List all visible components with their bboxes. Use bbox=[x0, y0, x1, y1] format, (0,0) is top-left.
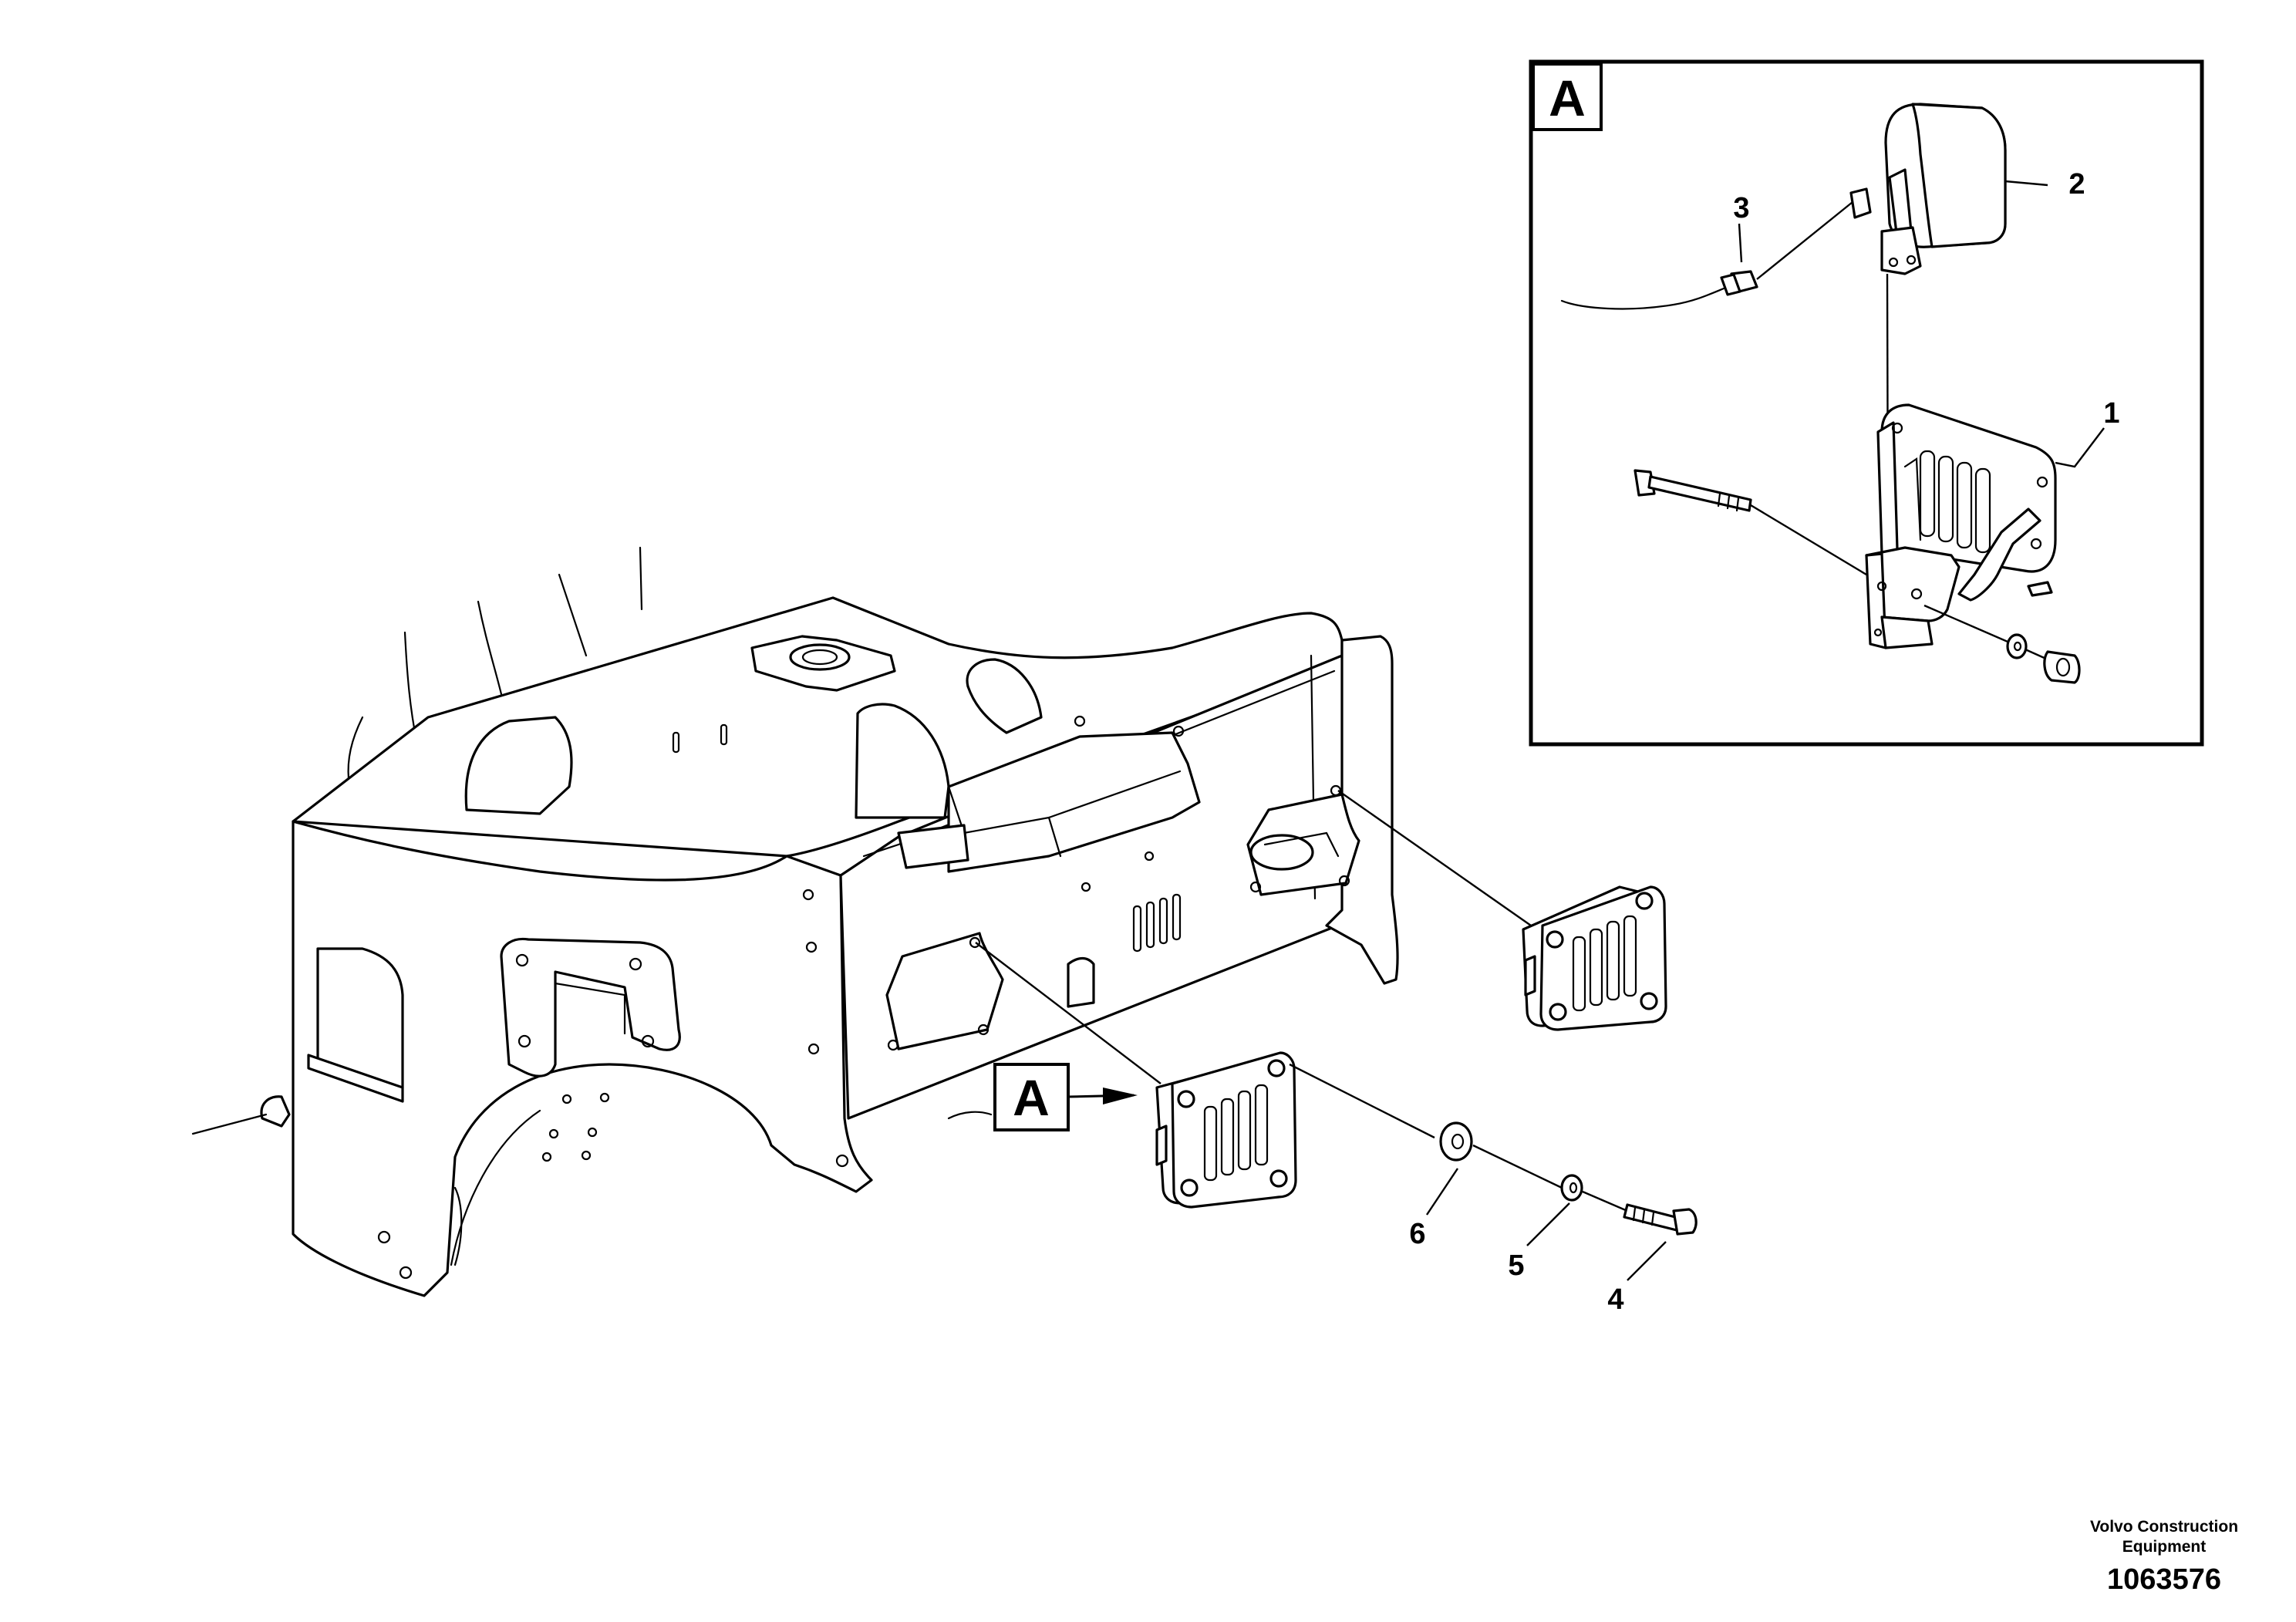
spring-washer-5 bbox=[1560, 1174, 1583, 1202]
company-line-2: Equipment bbox=[2122, 1538, 2207, 1556]
long-bolt bbox=[1633, 469, 1752, 512]
part-label-1: 1 bbox=[2103, 397, 2119, 430]
mounting-bracket-1 bbox=[1865, 403, 2057, 649]
footer-credit: Volvo Construction Equipment 1063576 bbox=[2090, 1518, 2238, 1596]
washer-6 bbox=[1439, 1121, 1473, 1162]
rear-panel-louvre bbox=[1132, 893, 1182, 953]
lamp-head-2 bbox=[1849, 103, 2007, 275]
company-line-1: Volvo Construction bbox=[2090, 1518, 2238, 1536]
part-label-5: 5 bbox=[1508, 1249, 1524, 1282]
part-label-2: 2 bbox=[2068, 168, 2085, 201]
callout-letter: A bbox=[1013, 1069, 1050, 1126]
detail-box-letter: A bbox=[1549, 69, 1586, 126]
part-label-3: 3 bbox=[1733, 192, 1749, 224]
part-label-4: 4 bbox=[1607, 1283, 1623, 1316]
work-lamp-right bbox=[1522, 885, 1667, 1031]
bolt-4 bbox=[1623, 1203, 1698, 1236]
rear-frame bbox=[191, 546, 1399, 1297]
drawing-number: 1063576 bbox=[2107, 1563, 2221, 1596]
work-lamp-left bbox=[1155, 1051, 1297, 1209]
cable-connector-3 bbox=[1560, 270, 1758, 310]
detail-box-a: A bbox=[1529, 59, 2204, 747]
part-label-6: 6 bbox=[1409, 1218, 1425, 1250]
callout-a: A bbox=[993, 1063, 1138, 1131]
